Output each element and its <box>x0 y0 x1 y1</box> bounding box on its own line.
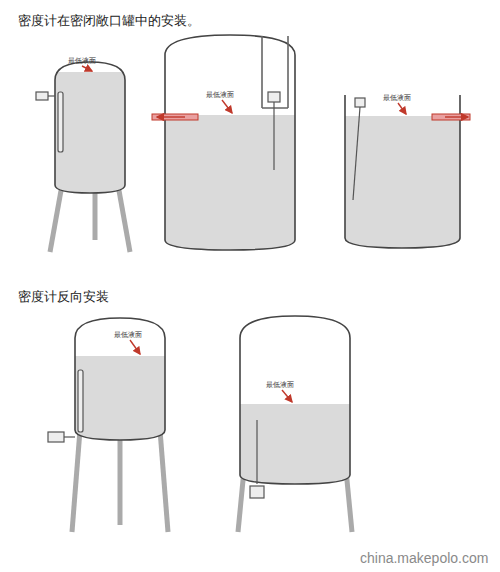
level-label: 最低液面 <box>266 380 294 390</box>
level-label: 最低液面 <box>206 90 234 100</box>
level-label: 最低液面 <box>68 56 96 66</box>
level-label: 最低液面 <box>383 93 411 103</box>
watermark: china.makepolo.com <box>360 550 488 566</box>
figure-title: 密度计在密闭敞口罐中的安装。 <box>18 12 200 30</box>
section-heading: 密度计反向安装 <box>18 288 109 306</box>
level-label: 最低液面 <box>114 330 142 340</box>
